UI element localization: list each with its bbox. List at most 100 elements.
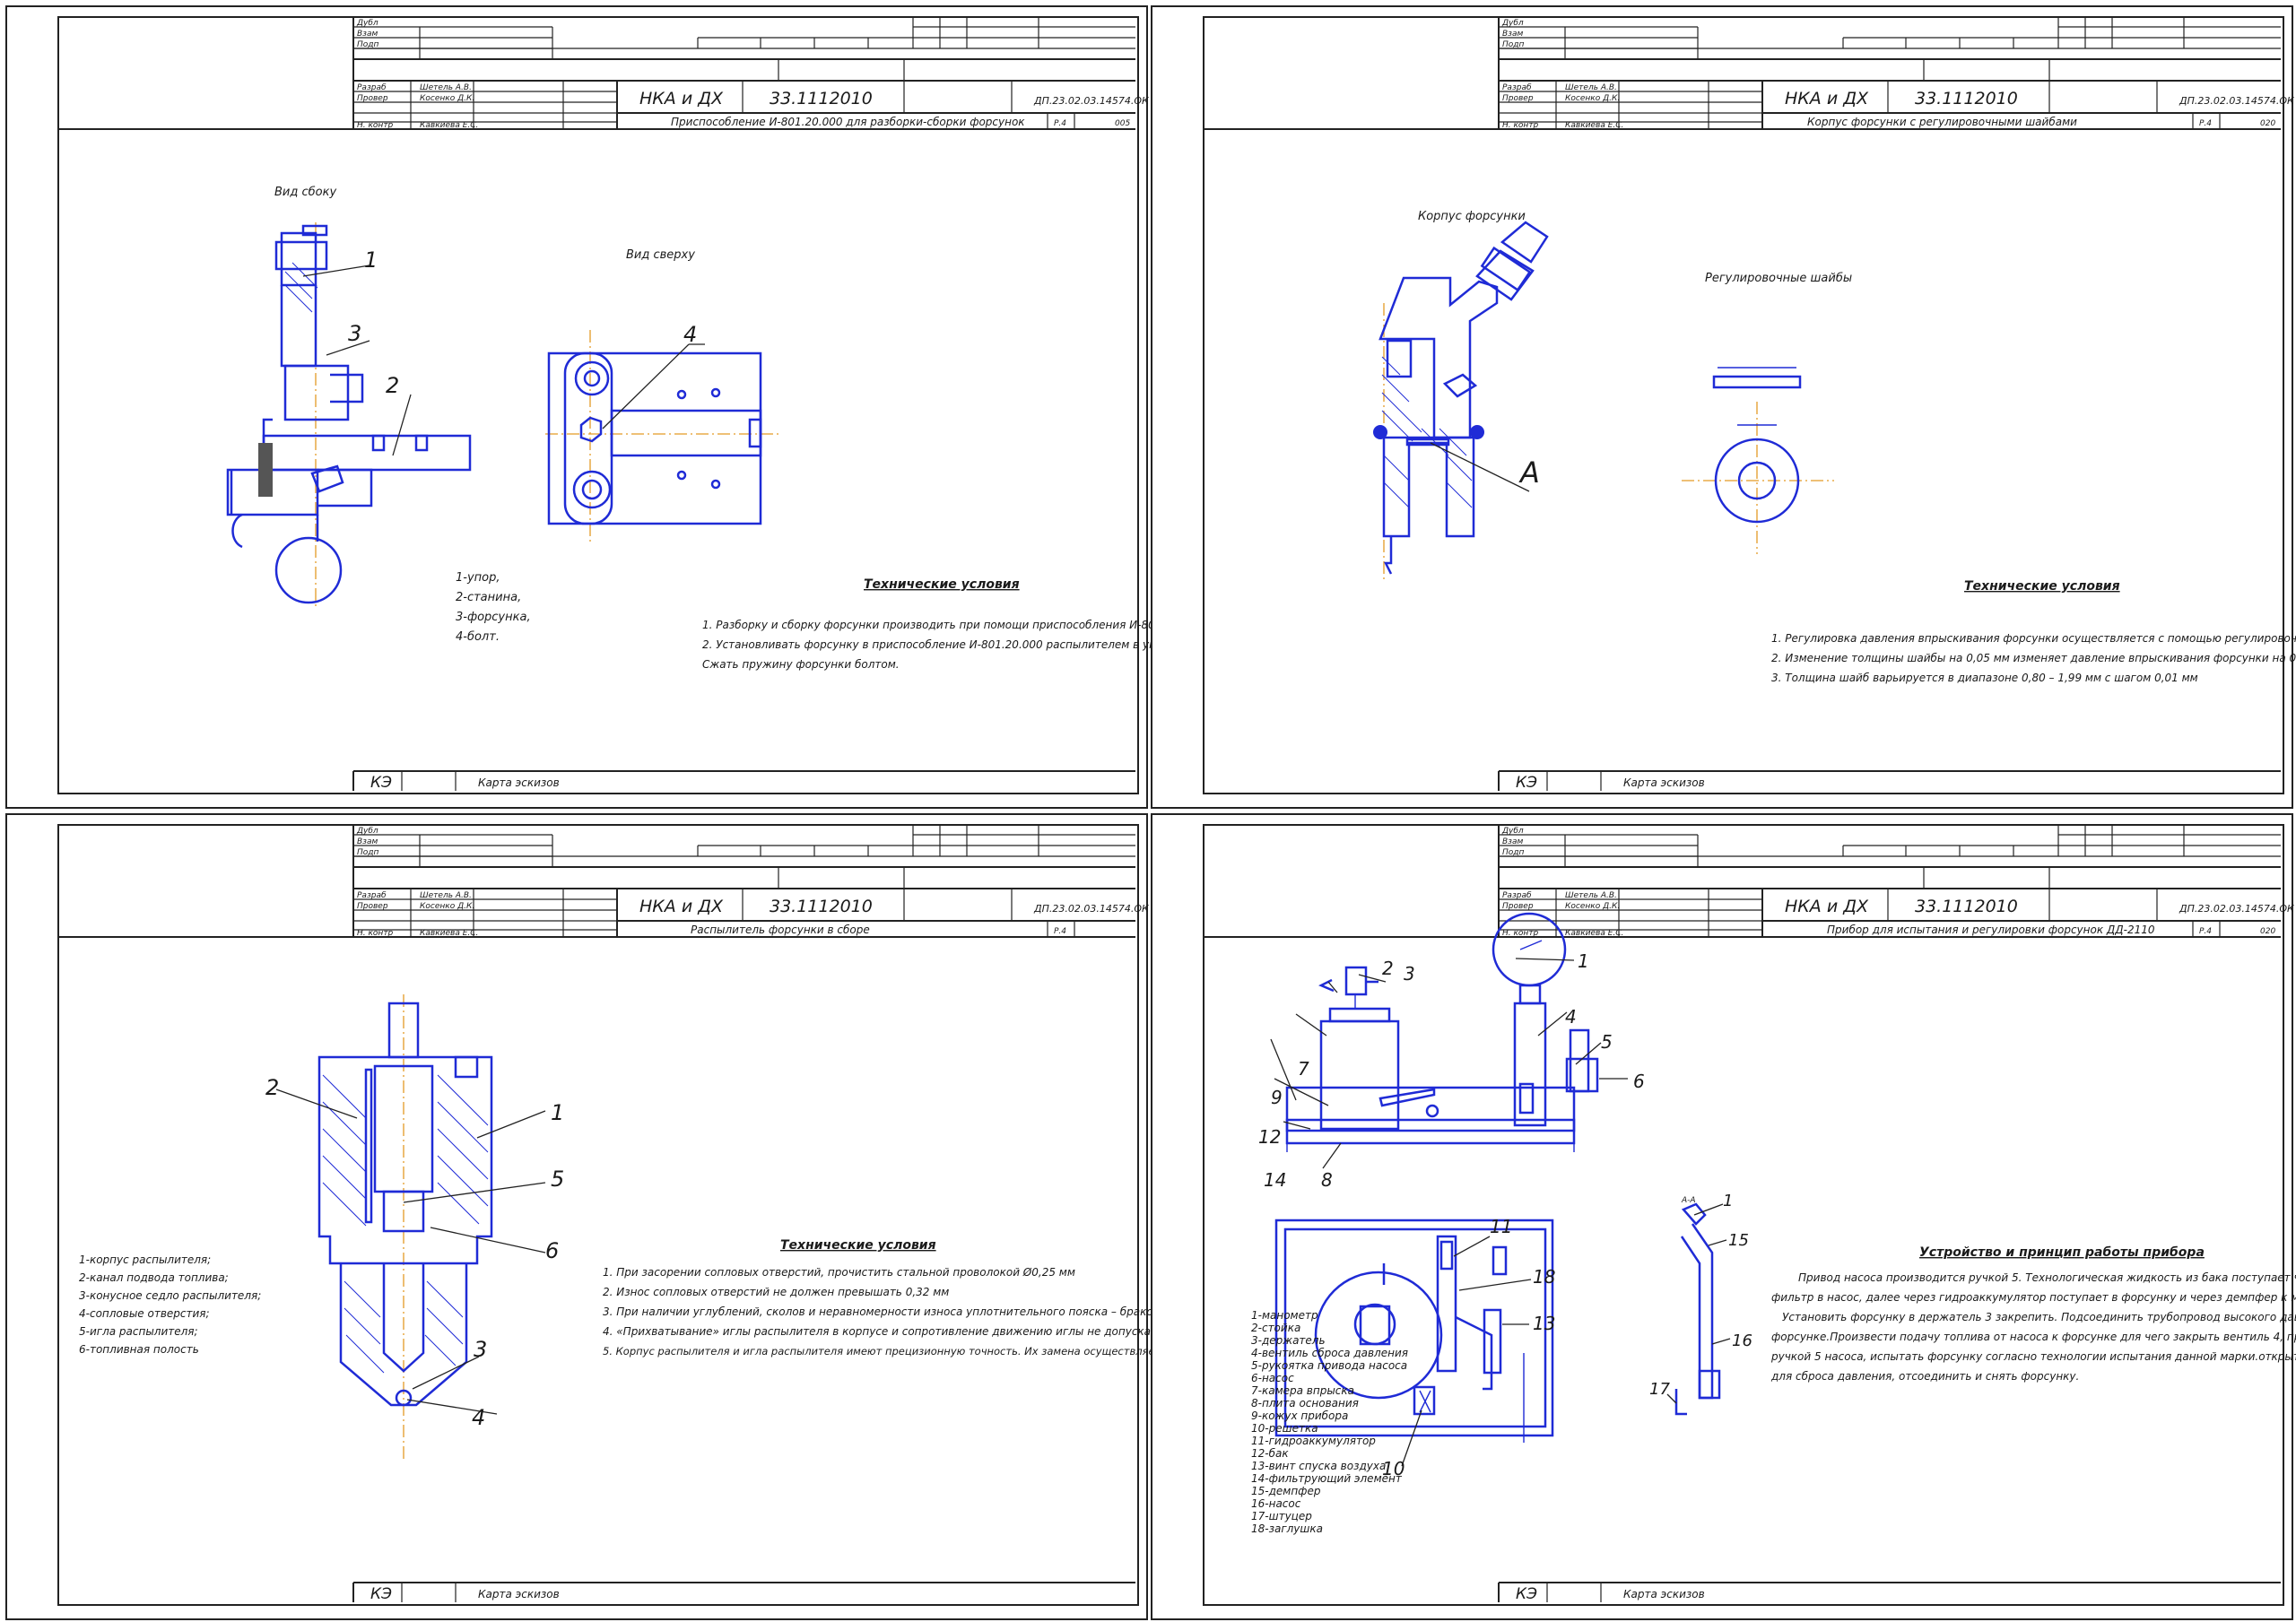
- tb-nkontr-name: Кавкиева Е.С.: [420, 121, 478, 130]
- tb-nkontr-label: Н. контр: [1502, 929, 1539, 938]
- legend-item: 3-держатель: [1251, 1334, 1326, 1347]
- tc-line: 2. Изменение толщины шайбы на 0,05 мм из…: [1771, 652, 2296, 664]
- tb-page: 005: [1115, 119, 1130, 128]
- tc-line: 2. Износ сопловых отверстий не должен пр…: [603, 1286, 949, 1298]
- tb-row-vzam: Взам: [1502, 837, 1523, 846]
- tb-docnum: ДП.23.02.03.14574.ОК: [1033, 903, 1150, 915]
- callout-2: 2: [265, 1075, 279, 1100]
- sheet-title: Прибор для испытания и регулировки форсу…: [1827, 924, 2155, 936]
- legend: 1-упор, 2-станина, 3-форсунка, 4-болт.: [456, 571, 531, 644]
- sheet-1: Дубл Взам Подп Разраб Шетель А.В. Провер…: [5, 5, 1204, 809]
- legend-item: 13-винт спуска воздуха: [1251, 1460, 1386, 1472]
- tb-doc-type-short: КЭ: [1516, 1585, 1537, 1603]
- legend: 1-корпус распылителя; 2-канал подвода то…: [79, 1253, 261, 1356]
- callout-top-7: 7: [1298, 1058, 1309, 1080]
- tb-row-dubl: Дубл: [356, 827, 378, 836]
- legend-item: 5-игла распылителя;: [79, 1325, 198, 1338]
- legend-item: 11-гидроаккумулятор: [1251, 1435, 1376, 1447]
- callout-top-12: 12: [1258, 1126, 1281, 1148]
- tb-doc-type: Карта эскизов: [478, 1588, 560, 1600]
- legend-item: 3-конусное седло распылителя;: [79, 1289, 261, 1302]
- tb-docnum: ДП.23.02.03.14574.ОК: [1033, 95, 1150, 107]
- label-body: Корпус форсунки: [1418, 210, 1526, 223]
- tb-prover-name: Косенко Д.К.: [420, 902, 474, 911]
- tc-line: 2. Установливать форсунку в приспособлен…: [702, 638, 1173, 651]
- legend: 1-манометр 2-стойка 3-держатель 4-вентил…: [1251, 1309, 1408, 1535]
- tb-code: 33.1112010: [770, 89, 873, 108]
- tb-row-vzam: Взам: [357, 30, 378, 39]
- legend-item: 6-топливная полость: [79, 1343, 199, 1356]
- sheet-3: Дубл Взам Подп Разраб Шетель А.В. Провер…: [5, 813, 1202, 1620]
- tb-row-podp: Подп: [1502, 848, 1524, 857]
- tc-title: Технические условия: [864, 577, 1020, 592]
- tc-line: Установить форсунку в держатель 3 закреп…: [1782, 1311, 2296, 1323]
- callout-bottom-11: 11: [1490, 1216, 1512, 1237]
- callout-side-16: 16: [1732, 1331, 1752, 1350]
- tb-nkontr-label: Н. контр: [1502, 121, 1539, 130]
- sheet-3-drawing: Дубл Взам Подп Разраб Шетель А.В. Провер…: [57, 824, 1202, 1603]
- sheet-4-drawing: Дубл Взам Подп Разраб Шетель А.В. Провер…: [1203, 824, 2296, 1603]
- label-washers: Регулировочные шайбы: [1705, 272, 1852, 285]
- callout-a: А: [1518, 455, 1540, 490]
- sheet-frame: [57, 824, 1139, 1606]
- tb-razrab-name: Шетель А.В.: [1565, 83, 1617, 92]
- title-block: [57, 824, 1135, 1602]
- tb-row-vzam: Взам: [357, 837, 378, 846]
- tb-lit: Р.4: [1054, 927, 1066, 936]
- title-block: [57, 16, 1135, 791]
- tb-row-podp: Подп: [357, 40, 378, 49]
- sheet-frame: [1203, 16, 2284, 794]
- tb-razrab-label: Разраб: [1502, 83, 1532, 92]
- tb-org: НКА и ДХ: [1785, 89, 1869, 108]
- tb-razrab-label: Разраб: [357, 891, 387, 900]
- tb-nkontr-name: Кавкиева Е.С.: [420, 929, 478, 938]
- callout-top-1: 1: [1578, 950, 1589, 972]
- sheet-frame: [1203, 824, 2284, 1606]
- section-aa: [1666, 1202, 1731, 1416]
- tb-docnum: ДП.23.02.03.14574.ОК: [2179, 903, 2295, 915]
- callout-side-17: 17: [1649, 1380, 1670, 1399]
- tb-doc-type: Карта эскизов: [1623, 776, 1705, 789]
- tb-prover-label: Провер: [357, 94, 388, 103]
- tc-line: 3. Толщина шайб варьируется в диапазоне …: [1771, 672, 2198, 684]
- legend-item: 1-корпус распылителя;: [79, 1253, 211, 1266]
- legend-item: 2-стойка: [1251, 1322, 1300, 1334]
- nozzle-section: [275, 994, 546, 1461]
- tb-docnum: ДП.23.02.03.14574.ОК: [2179, 95, 2295, 107]
- sheet-title: Корпус форсунки с регулировочными шайбам…: [1807, 116, 2077, 128]
- tester-front-view: [1270, 912, 1628, 1169]
- legend-item: 4-вентиль сброса давления: [1251, 1347, 1408, 1359]
- section-label: А-А: [1681, 1196, 1696, 1205]
- tc-title: Технические условия: [780, 1238, 936, 1253]
- label-view-side: Вид сбоку: [274, 186, 336, 199]
- tb-lit: Р.4: [2199, 119, 2212, 128]
- legend-item: 1-манометр: [1251, 1309, 1318, 1322]
- callout-side-15: 15: [1728, 1231, 1749, 1250]
- tb-doc-type-short: КЭ: [1516, 774, 1537, 792]
- callout-top-14: 14: [1264, 1169, 1286, 1191]
- callout-4: 4: [683, 322, 697, 347]
- callout-6: 6: [545, 1238, 559, 1263]
- tb-nkontr-name: Кавкиева Е.С.: [1565, 929, 1623, 938]
- legend-item: 5-рукоятка привода насоса: [1251, 1359, 1407, 1372]
- tb-row-vzam: Взам: [1502, 30, 1523, 39]
- callout-bottom-18: 18: [1533, 1266, 1555, 1288]
- tc-line: для сброса давления, отсоединить и снять…: [1770, 1370, 2079, 1383]
- tb-razrab-name: Шетель А.В.: [420, 891, 472, 900]
- tb-lit: Р.4: [1054, 119, 1066, 128]
- callout-bottom-10: 10: [1382, 1458, 1405, 1479]
- callout-top-4: 4: [1565, 1006, 1577, 1028]
- title-block: [1203, 16, 2281, 791]
- callout-1: 1: [364, 247, 378, 273]
- tc-line: 3. При наличии углублений, сколов и нера…: [603, 1305, 1178, 1318]
- tb-row-podp: Подп: [1502, 40, 1524, 49]
- tb-prover-label: Провер: [1502, 902, 1534, 911]
- callout-side-1: 1: [1723, 1192, 1733, 1210]
- title-block: [1203, 824, 2281, 1602]
- legend-item: 12-бак: [1251, 1447, 1289, 1460]
- callout-4: 4: [472, 1405, 485, 1430]
- callout-top-2: 2: [1382, 958, 1394, 979]
- sheet-4: Дубл Взам Подп Разраб Шетель А.В. Провер…: [1151, 813, 2296, 1620]
- tc-line: Привод насоса производится ручкой 5. Тех…: [1798, 1271, 2296, 1284]
- legend-item: 9-кожух прибора: [1251, 1409, 1348, 1422]
